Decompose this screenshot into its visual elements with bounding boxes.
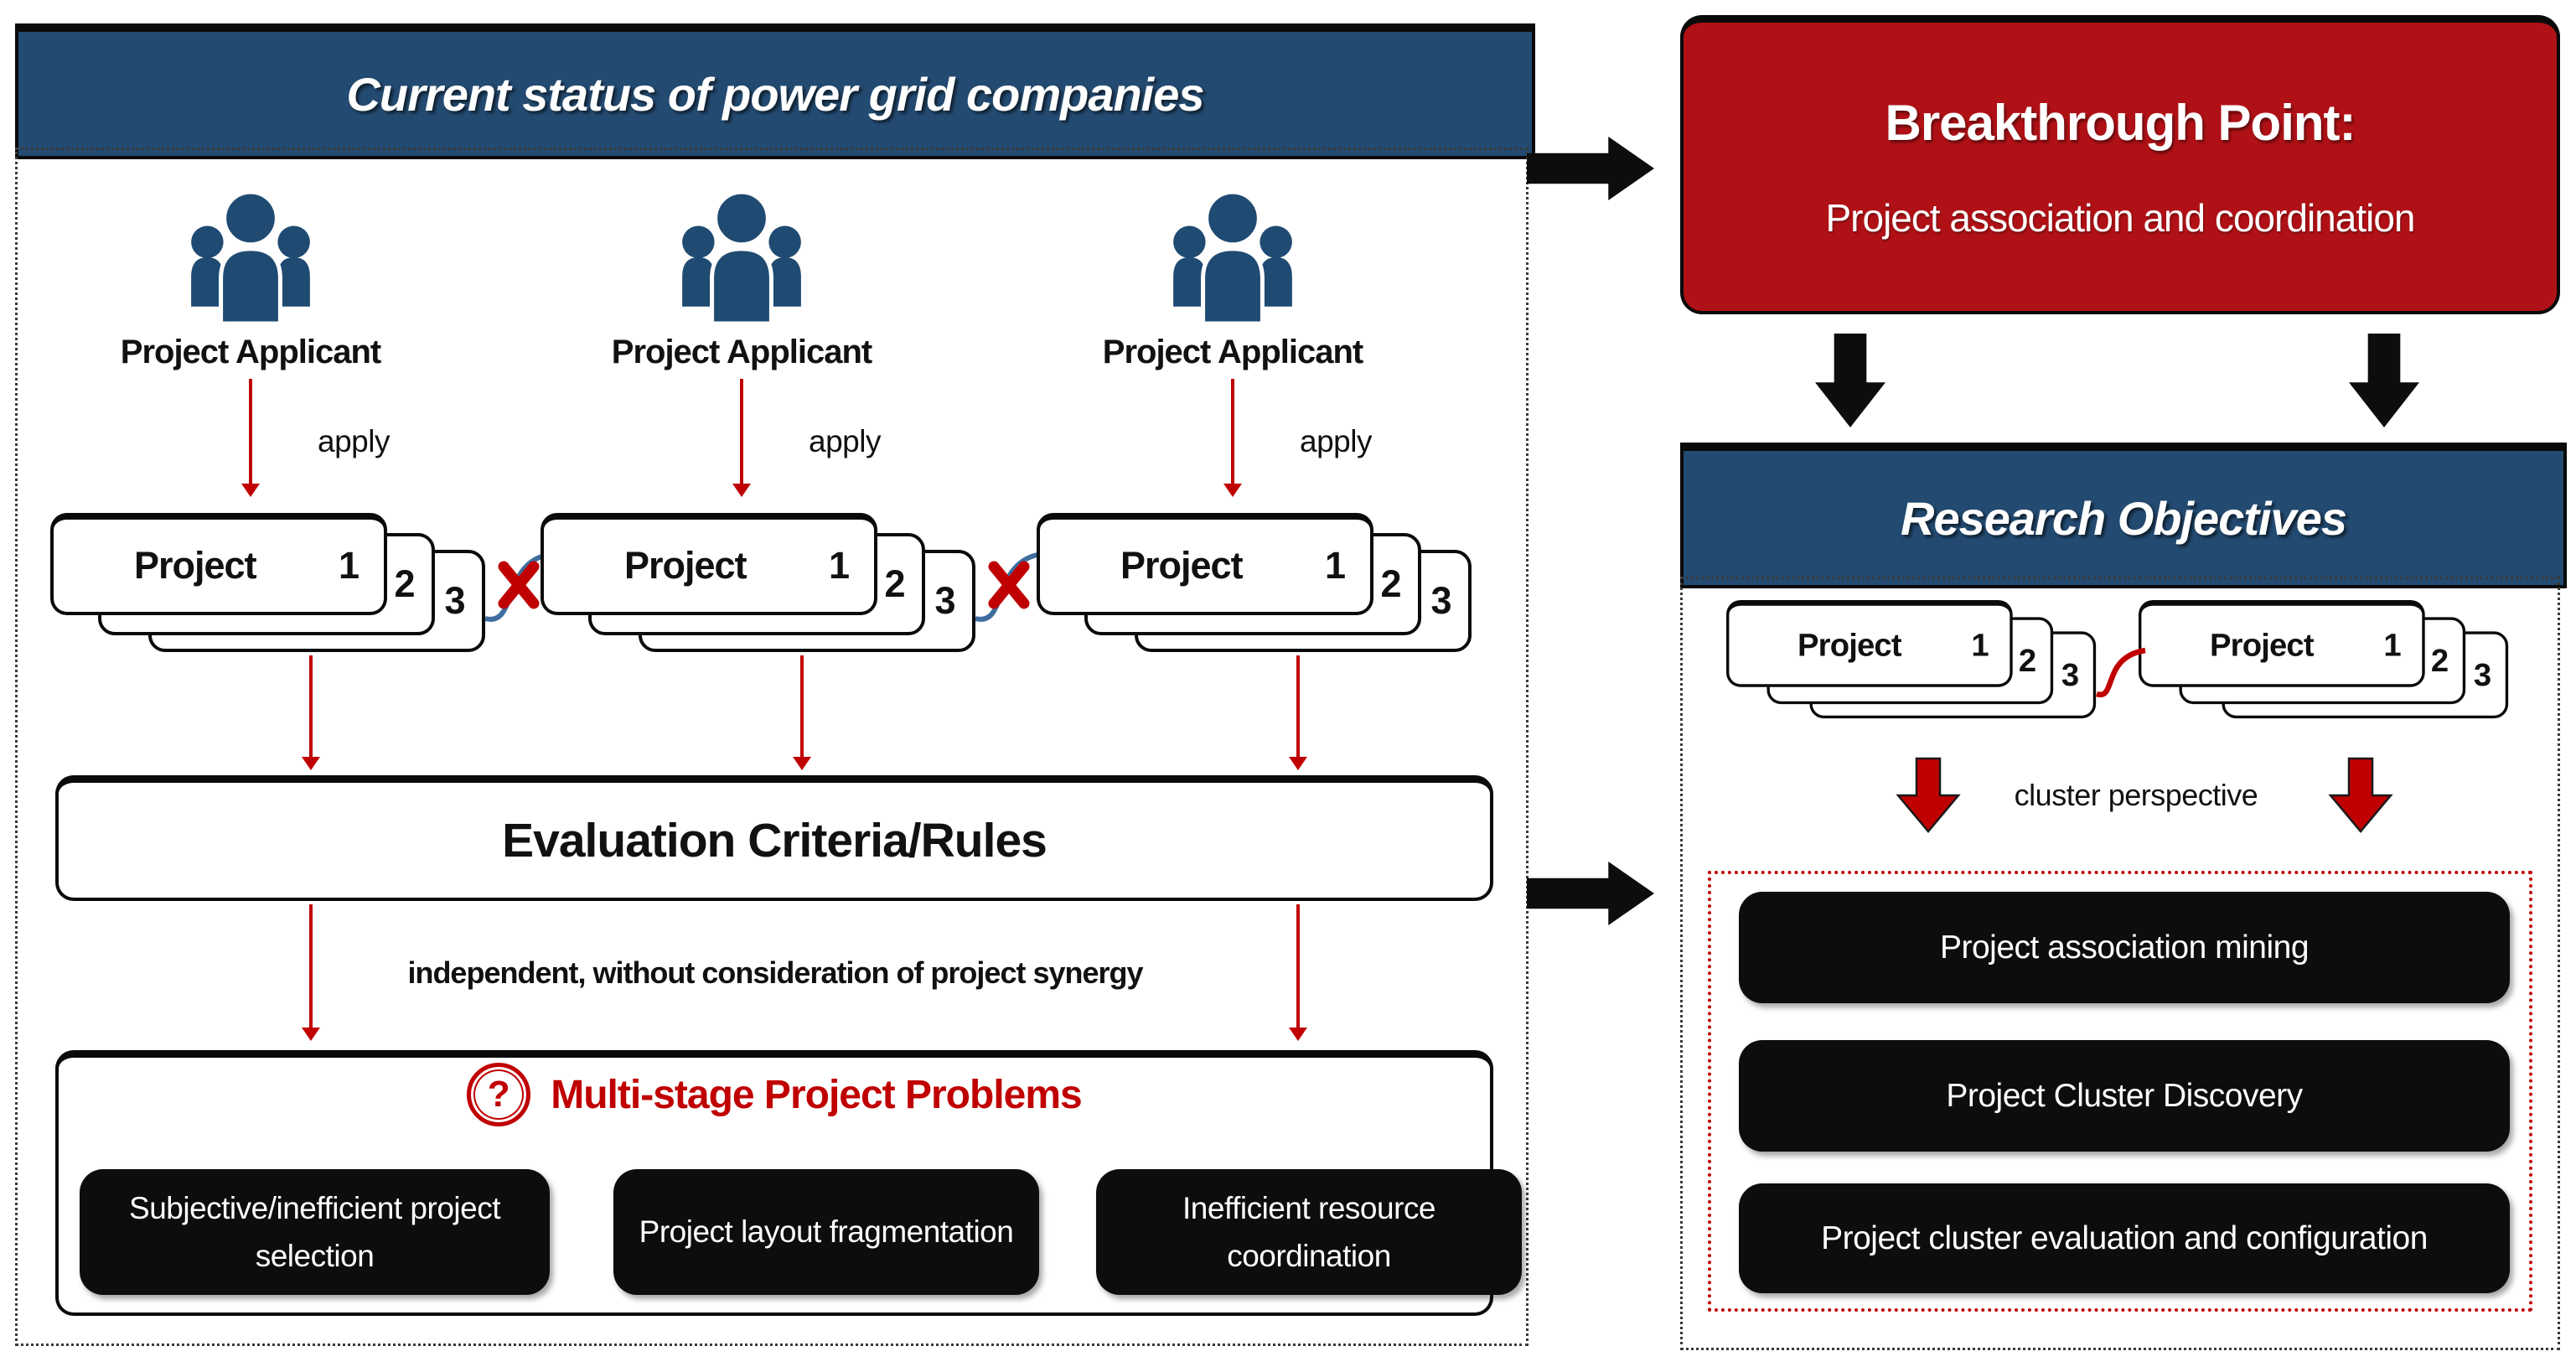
- evaluation-to-problems-arrow: [1296, 904, 1300, 1028]
- project-card-label: Project: [1120, 544, 1244, 587]
- project-card-label: Project: [624, 544, 747, 587]
- apply-arrow: [1231, 379, 1234, 484]
- applicant-label-text: Project Applicant: [1102, 334, 1363, 370]
- cluster-arrow-icon: [1896, 757, 1961, 833]
- people-group-icon: [682, 189, 801, 325]
- project-card-stack: 3 2 Project 1: [1726, 600, 2097, 720]
- research-objectives-title: Research Objectives: [1901, 491, 2347, 545]
- problem-item: Inefficient resource coordination: [1096, 1169, 1522, 1295]
- project-card-front: Project 1: [1037, 513, 1373, 615]
- breakthrough-title: Breakthrough Point:: [1885, 94, 2356, 151]
- cluster-perspective-text: cluster perspective: [2014, 778, 2258, 812]
- objective-item-text: Project cluster evaluation and configura…: [1821, 1219, 2428, 1256]
- objective-item-text: Project association mining: [1939, 929, 2310, 966]
- cluster-perspective-label: cluster perspective: [1998, 778, 2274, 813]
- problem-item-text: Subjective/inefficient project selection: [129, 1190, 500, 1273]
- flow-arrow-to-objectives: [1527, 862, 1654, 925]
- applicant-label: Project Applicant: [541, 334, 943, 371]
- apply-label: apply: [1300, 424, 1372, 459]
- research-body-border: [1680, 577, 2560, 1350]
- project-card-stack: 3 2 Project 1: [541, 513, 976, 654]
- project-card-label: Project: [1798, 626, 1902, 663]
- card-number-2: 2: [884, 562, 906, 605]
- problem-item: Subjective/inefficient project selection: [80, 1169, 550, 1295]
- project-card-stack: 3 2 Project 1: [50, 513, 486, 654]
- evaluation-criteria-label: Evaluation Criteria/Rules: [502, 813, 1047, 867]
- stack-to-evaluation-arrow: [309, 655, 313, 758]
- people-group-icon: [1173, 189, 1292, 325]
- objectives-border: [1708, 871, 2532, 1312]
- people-group-icon: [191, 189, 310, 325]
- down-arrow-icon: [1815, 334, 1885, 427]
- card-number-2: 2: [2430, 642, 2449, 679]
- left-panel-title: Current status of power grid companies: [346, 67, 1204, 121]
- evaluation-criteria-box: Evaluation Criteria/Rules: [55, 775, 1493, 901]
- card-number-2: 2: [2018, 642, 2037, 679]
- problem-item-text: Inefficient resource coordination: [1182, 1190, 1435, 1273]
- card-number-3: 3: [444, 579, 466, 622]
- problems-title: Multi-stage Project Problems: [551, 1072, 1082, 1117]
- objective-item: Project cluster evaluation and configura…: [1739, 1183, 2510, 1293]
- card-number-3: 3: [2061, 656, 2080, 693]
- project-card-front: Project 1: [1726, 600, 2013, 687]
- objective-item-text: Project Cluster Discovery: [1946, 1077, 2303, 1114]
- applicant-label-text: Project Applicant: [120, 334, 381, 370]
- apply-label-text: apply: [1300, 424, 1372, 458]
- card-number-1: 1: [1324, 544, 1346, 587]
- stack-to-evaluation-arrow: [1296, 655, 1300, 758]
- independence-note-text: independent, without consideration of pr…: [407, 955, 1143, 990]
- project-card-stack: 3 2 Project 1: [2139, 600, 2509, 720]
- research-objectives-header: Research Objectives: [1680, 443, 2567, 588]
- card-number-2: 2: [1380, 562, 1402, 605]
- no-link-connector: [484, 552, 548, 622]
- applicant-label: Project Applicant: [1032, 334, 1434, 371]
- left-panel-body-border: [15, 148, 1529, 1346]
- applicant-label: Project Applicant: [49, 334, 452, 371]
- project-card-front: Project 1: [2139, 600, 2425, 687]
- breakthrough-subtitle: Project association and coordination: [1825, 195, 2415, 240]
- objective-item: Project Cluster Discovery: [1739, 1040, 2510, 1152]
- apply-label: apply: [318, 424, 390, 459]
- independence-note: independent, without consideration of pr…: [209, 955, 1341, 991]
- project-card-label: Project: [134, 544, 257, 587]
- left-panel-header: Current status of power grid companies: [15, 23, 1535, 159]
- project-card-front: Project 1: [541, 513, 877, 615]
- breakthrough-box: Breakthrough Point: Project association …: [1680, 15, 2560, 314]
- card-number-3: 3: [934, 579, 956, 622]
- card-number-2: 2: [394, 562, 416, 605]
- cluster-arrow-icon: [2328, 757, 2393, 833]
- card-number-1: 1: [338, 544, 360, 587]
- project-card-label: Project: [2210, 626, 2315, 663]
- apply-label-text: apply: [318, 424, 390, 458]
- card-number-3: 3: [2473, 656, 2492, 693]
- apply-label: apply: [809, 424, 881, 459]
- card-number-1: 1: [828, 544, 850, 587]
- objective-item: Project association mining: [1739, 892, 2510, 1003]
- apply-arrow: [249, 379, 252, 484]
- card-number-3: 3: [1430, 579, 1452, 622]
- problem-item-text: Project layout fragmentation: [639, 1214, 1014, 1250]
- project-card-front: Project 1: [50, 513, 387, 615]
- apply-label-text: apply: [809, 424, 881, 458]
- project-card-stack: 3 2 Project 1: [1037, 513, 1472, 654]
- card-number-1: 1: [1971, 626, 1989, 663]
- problem-item: Project layout fragmentation: [613, 1169, 1039, 1295]
- flow-arrow-to-breakthrough: [1527, 137, 1654, 200]
- x-mark-icon: [498, 561, 540, 609]
- no-link-connector: [975, 552, 1038, 622]
- association-curve: [2095, 647, 2146, 698]
- down-arrow-icon: [2349, 334, 2419, 427]
- apply-arrow: [740, 379, 743, 484]
- problems-title-row: ? Multi-stage Project Problems: [55, 1063, 1493, 1126]
- x-mark-icon: [988, 561, 1030, 609]
- card-number-1: 1: [2383, 626, 2401, 663]
- stack-to-evaluation-arrow: [800, 655, 804, 758]
- applicant-label-text: Project Applicant: [611, 334, 872, 370]
- question-mark-icon: ?: [467, 1063, 531, 1126]
- evaluation-to-problems-arrow: [309, 904, 313, 1028]
